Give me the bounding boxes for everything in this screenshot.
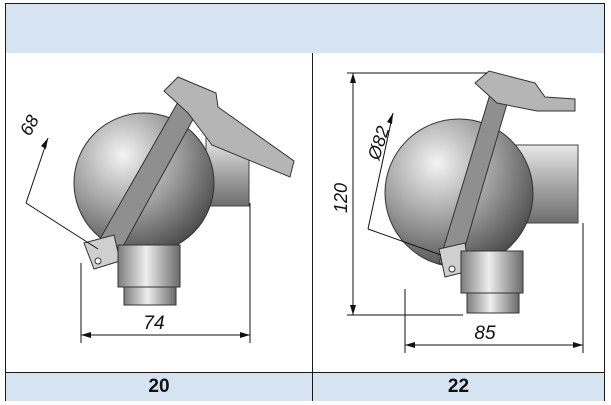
model-label-22: 22 xyxy=(313,372,604,401)
drawing-cell-20: 68 74 xyxy=(6,53,313,372)
table-header xyxy=(6,4,604,54)
clamp-lever xyxy=(163,76,295,178)
dim-width-20: 74 xyxy=(143,313,164,334)
dim-height-22: 120 xyxy=(331,183,351,213)
dim-diameter-22: Ø82 xyxy=(363,124,393,163)
head-drawing-22: 120 Ø82 85 xyxy=(331,70,584,353)
clamp-lever xyxy=(474,70,576,112)
drawing-cell-22: 120 Ø82 85 xyxy=(313,53,604,372)
cable-gland xyxy=(466,292,520,314)
model-label-20: 20 xyxy=(6,372,313,401)
neck xyxy=(460,250,524,294)
dim-diameter-20: 68 xyxy=(16,112,43,139)
cable-gland xyxy=(123,286,177,306)
head-drawing-20: 68 74 xyxy=(16,76,295,343)
spec-table: 68 74 xyxy=(5,3,605,401)
dim-width-22: 85 xyxy=(474,323,496,344)
hinge xyxy=(83,234,121,270)
neck xyxy=(117,244,181,288)
